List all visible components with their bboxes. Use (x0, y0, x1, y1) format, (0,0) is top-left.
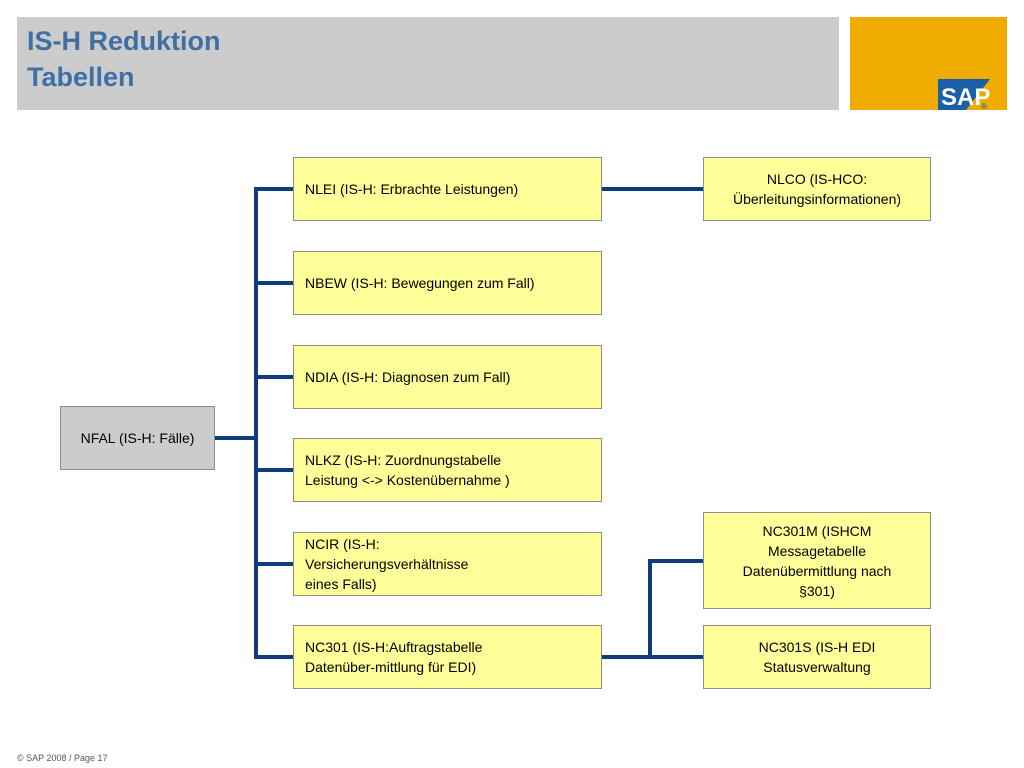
node-nbew: NBEW (IS-H: Bewegungen zum Fall) (293, 251, 602, 315)
footer-copyright: © SAP 2008 / Page 17 (17, 753, 108, 763)
node-ndia-label: NDIA (IS-H: Diagnosen zum Fall) (305, 369, 511, 385)
node-nfal: NFAL (IS-H: Fälle) (60, 406, 215, 470)
node-nc301: NC301 (IS-H:Auftragstabelle Datenüber-mi… (293, 625, 602, 689)
node-nfal-label: NFAL (IS-H: Fälle) (80, 430, 195, 446)
node-nc301m: NC301M (ISHCM Messagetabelle Datenübermi… (703, 512, 931, 609)
node-nc301s: NC301S (IS-H EDI Statusverwaltung (703, 625, 931, 689)
page-title-line-1: IS-H Reduktion (27, 26, 221, 56)
node-nlkz: NLKZ (IS-H: Zuordnungstabelle Leistung <… (293, 438, 602, 502)
node-nlei-label: NLEI (IS-H: Erbrachte Leistungen) (305, 181, 519, 197)
sap-logo: SAP ® (850, 17, 1007, 110)
node-ncir-label: NCIR (IS-H: Versicherungsverhältnisse ei… (305, 536, 469, 592)
node-nc301m-label: NC301M (ISHCM Messagetabelle Datenübermi… (742, 522, 892, 599)
node-nlco: NLCO (IS-HCO: Überleitungsinformationen) (703, 157, 931, 221)
title-bar: IS-H Reduktion Tabellen (17, 17, 839, 110)
node-ncir: NCIR (IS-H: Versicherungsverhältnisse ei… (293, 532, 602, 596)
node-nc301-label: NC301 (IS-H:Auftragstabelle Datenüber-mi… (305, 639, 483, 675)
node-ndia: NDIA (IS-H: Diagnosen zum Fall) (293, 345, 602, 409)
sap-logo-mark-icon: SAP ® (938, 79, 990, 110)
node-nlco-label: NLCO (IS-HCO: Überleitungsinformationen) (732, 171, 902, 207)
node-nc301s-label: NC301S (IS-H EDI Statusverwaltung (758, 639, 876, 675)
node-nbew-label: NBEW (IS-H: Bewegungen zum Fall) (305, 275, 535, 291)
registered-mark: ® (981, 102, 987, 110)
node-nlei: NLEI (IS-H: Erbrachte Leistungen) (293, 157, 602, 221)
page-title-line-2: Tabellen (27, 62, 135, 92)
sap-logo-text: SAP (941, 84, 990, 110)
node-nlkz-label: NLKZ (IS-H: Zuordnungstabelle Leistung <… (305, 452, 510, 488)
